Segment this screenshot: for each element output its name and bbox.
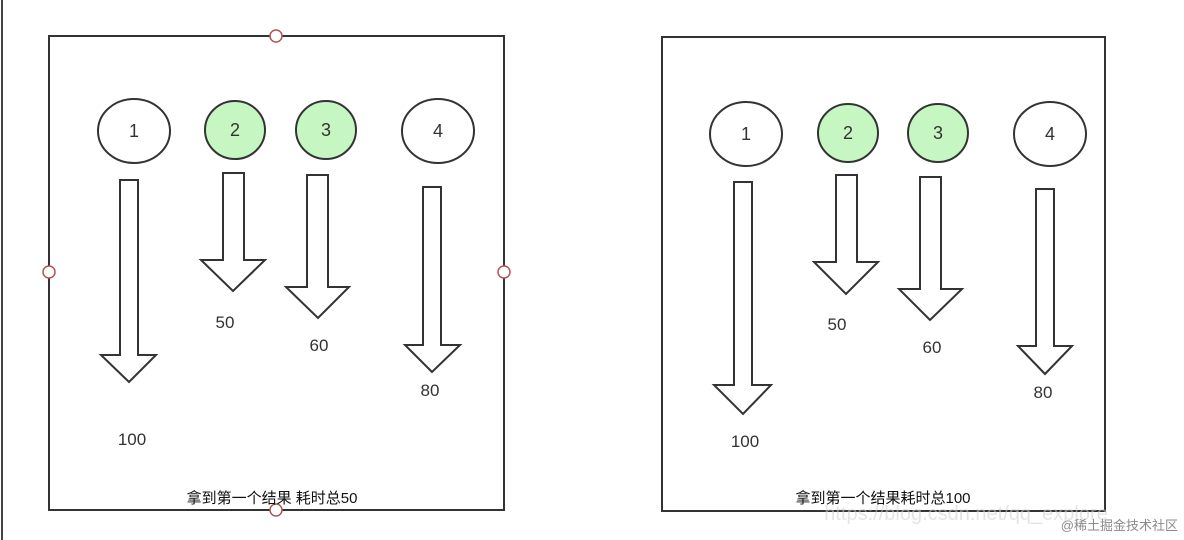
duration-task-4: 80 — [1034, 383, 1053, 402]
site-watermark: @稀土掘金技术社区 — [1061, 518, 1178, 533]
task-label-4: 4 — [1045, 124, 1055, 144]
task-label-3: 3 — [933, 123, 943, 143]
faint-url-watermark: https://blog.csdn.net/qq_explore — [824, 503, 1108, 525]
task-circle-1[interactable] — [97, 98, 171, 164]
task-label-1: 1 — [129, 121, 139, 141]
arrow-task-2 — [811, 174, 881, 296]
arrow-task-3 — [283, 174, 352, 320]
panel-left: 1 2 3 4 100 50 60 80 拿到第一个结果 耗时总50 — [42, 29, 511, 517]
duration-task-4: 80 — [421, 381, 440, 400]
arrow-task-4 — [402, 186, 463, 374]
panel-right: 1 2 3 4 100 50 60 80 拿到第一个结果耗时总100 — [661, 36, 1106, 512]
duration-task-2: 50 — [828, 315, 847, 334]
arrow-task-3 — [896, 176, 965, 322]
selection-handle-top[interactable] — [269, 29, 283, 43]
selection-handle-bottom[interactable] — [269, 503, 283, 517]
duration-task-3: 60 — [923, 338, 942, 357]
task-circle-4[interactable] — [401, 98, 475, 164]
task-circle-2[interactable] — [204, 100, 266, 160]
panel-left-caption: 拿到第一个结果 耗时总50 — [187, 489, 358, 507]
panel-right-frame[interactable] — [661, 36, 1106, 512]
duration-task-1: 100 — [731, 432, 759, 451]
duration-task-1: 100 — [118, 430, 146, 449]
arrow-task-4 — [1015, 188, 1075, 376]
task-label-3: 3 — [321, 120, 331, 140]
duration-task-2: 50 — [216, 313, 235, 332]
arrow-task-1 — [98, 179, 159, 384]
task-label-2: 2 — [843, 123, 853, 143]
task-circle-3[interactable] — [295, 100, 357, 160]
task-label-2: 2 — [230, 120, 240, 140]
selection-handle-right[interactable] — [497, 265, 511, 279]
task-circle-4[interactable] — [1013, 101, 1087, 167]
task-circle-2[interactable] — [817, 103, 879, 163]
task-circle-3[interactable] — [907, 103, 969, 163]
selection-handle-left[interactable] — [42, 265, 56, 279]
panel-right-caption: 拿到第一个结果耗时总100 — [795, 489, 970, 507]
task-label-1: 1 — [741, 124, 751, 144]
task-circle-1[interactable] — [709, 101, 783, 167]
arrow-task-1 — [711, 181, 774, 416]
task-label-4: 4 — [433, 121, 443, 141]
arrow-task-2 — [198, 172, 268, 293]
duration-task-3: 60 — [310, 336, 329, 355]
